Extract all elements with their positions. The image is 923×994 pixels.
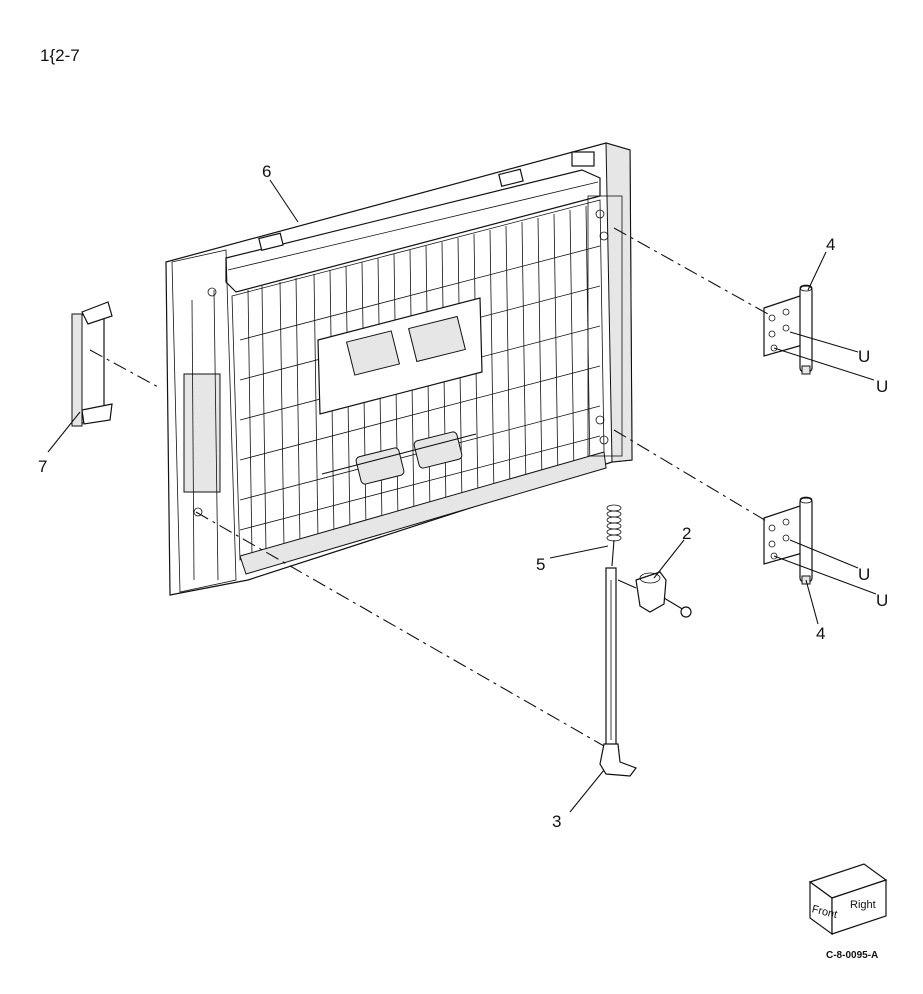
callout-4-upper: 4 [807, 235, 835, 291]
callout-4-lower: 4 [805, 579, 825, 643]
figure-title: 1{2-7 [40, 46, 80, 65]
screw-line-u4 [773, 555, 877, 595]
assembly-leaders [89, 227, 769, 747]
callout-u2: U [876, 377, 888, 396]
callout-u1: U [858, 347, 870, 366]
figure-code: C-8-0095-A [826, 950, 878, 961]
callout-6: 6 [262, 162, 299, 223]
callout-5: 5 [536, 545, 609, 574]
callout-u4: U [876, 591, 888, 610]
rod-assembly [599, 504, 637, 777]
cube-right-label: Right [850, 899, 876, 911]
screw-line-u2 [773, 347, 875, 381]
screw-line-u3 [789, 539, 859, 569]
callout-7: 7 [38, 411, 81, 476]
hinge-upper [763, 284, 813, 375]
svg-text:3: 3 [552, 812, 561, 831]
tray-cover-assembly [165, 142, 633, 596]
svg-text:6: 6 [262, 162, 271, 181]
handle-part [71, 301, 113, 427]
hinge-lower [763, 496, 813, 585]
svg-text:7: 7 [38, 457, 47, 476]
orientation-cube: Front Right [808, 863, 888, 936]
callout-3: 3 [552, 769, 605, 831]
callout-2: 2 [653, 524, 691, 579]
svg-text:2: 2 [682, 524, 691, 543]
screw-line-u1 [789, 331, 859, 353]
callout-u3: U [858, 565, 870, 584]
svg-text:4: 4 [826, 235, 835, 254]
svg-text:4: 4 [816, 624, 825, 643]
svg-text:5: 5 [536, 555, 545, 574]
bracket-part [617, 571, 692, 618]
